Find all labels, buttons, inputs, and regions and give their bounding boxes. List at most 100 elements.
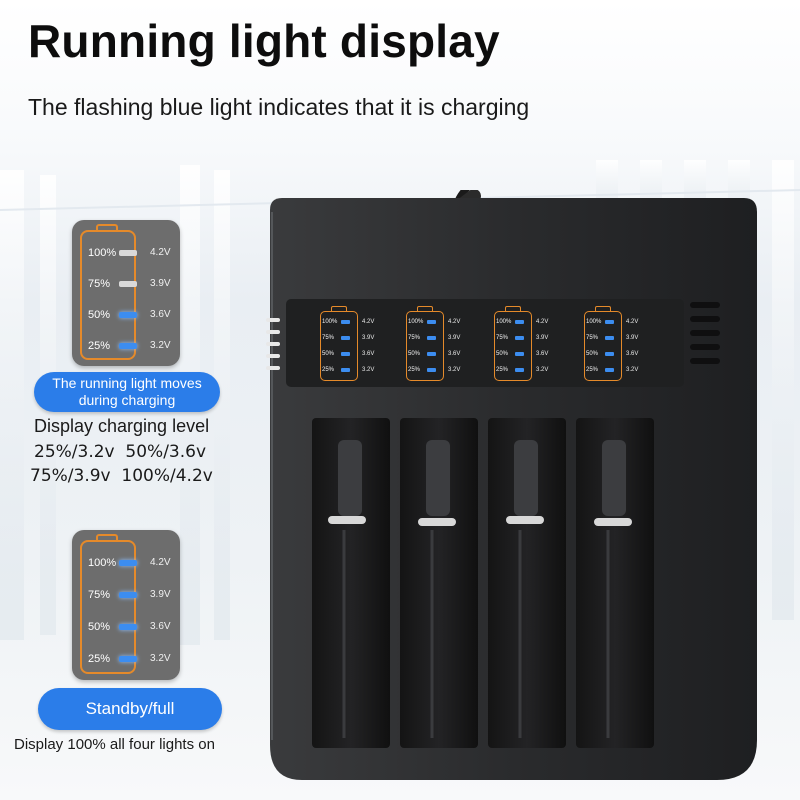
voltage-label: 3.6V — [362, 351, 375, 357]
standby-caption: Display 100% all four lights on — [14, 736, 215, 753]
voltage-label: 4.2V — [448, 319, 461, 325]
level-label: 50% — [88, 309, 111, 321]
voltage-label: 3.9V — [362, 335, 375, 341]
led-indicator-on — [427, 352, 436, 356]
voltage-label: 4.2V — [150, 247, 171, 258]
vent-left — [266, 318, 280, 370]
battery-cap-icon — [595, 306, 611, 312]
voltage-label: 3.2V — [626, 367, 639, 373]
page-subtitle: The flashing blue light indicates that i… — [28, 94, 530, 120]
slot-rails — [342, 530, 610, 738]
battery-slot — [312, 418, 390, 748]
voltage-label: 3.9V — [448, 335, 461, 341]
battery-cap-icon — [96, 224, 118, 232]
voltage-label: 3.6V — [150, 309, 171, 320]
level-label: 75% — [408, 335, 421, 341]
battery-cap-icon — [331, 306, 347, 312]
level-label: 100% — [496, 319, 512, 325]
battery-slot — [488, 418, 566, 748]
level-label: 25% — [88, 653, 111, 665]
battery-charger — [266, 190, 757, 780]
voltage-label: 4.2V — [362, 319, 375, 325]
battery-cap-icon — [417, 306, 433, 312]
level-label: 50% — [496, 351, 509, 357]
slot-indicator: 100% 4.2V 75% 3.9V 50% 3.6V 25% 3.2V — [402, 303, 472, 383]
charging-caption-line2: 75%/3.9v 100%/4.2v — [30, 466, 213, 486]
led-indicator-on — [341, 320, 350, 324]
slot-indicator: 100% 4.2V 75% 3.9V 50% 3.6V 25% 3.2V — [580, 303, 650, 383]
level-label: 25% — [586, 367, 599, 373]
led-indicator-on — [427, 336, 436, 340]
level-label: 100% — [586, 319, 602, 325]
led-indicator-off — [119, 250, 137, 256]
standby-badge: Standby/full — [38, 688, 222, 730]
voltage-label: 3.6V — [626, 351, 639, 357]
led-indicator-on — [427, 368, 436, 372]
level-label: 100% — [88, 247, 117, 259]
level-label: 75% — [88, 589, 111, 601]
battery-outline-icon — [584, 311, 622, 381]
slider-contacts — [328, 516, 632, 526]
charging-indicator-card: 100% 4.2V 75% 3.9V 50% 3.6V 25% 3.2V — [72, 220, 180, 366]
level-label: 50% — [322, 351, 335, 357]
charger-display-panel: 100% 4.2V 75% 3.9V 50% 3.6V 25% 3.2V 100… — [286, 299, 684, 387]
voltage-label: 4.2V — [536, 319, 549, 325]
charging-caption-line1: 25%/3.2v 50%/3.6v — [34, 442, 207, 462]
led-indicator-on — [515, 320, 524, 324]
led-indicator-on — [119, 656, 137, 662]
battery-outline-icon — [80, 540, 136, 674]
voltage-label: 4.2V — [626, 319, 639, 325]
voltage-label: 3.2V — [150, 340, 171, 351]
level-label: 75% — [88, 278, 111, 290]
voltage-label: 3.2V — [150, 653, 171, 664]
battery-slot — [400, 418, 478, 748]
led-indicator-on — [341, 352, 350, 356]
level-label: 100% — [322, 319, 338, 325]
battery-outline-icon — [494, 311, 532, 381]
led-indicator-on — [515, 368, 524, 372]
slot-contacts — [338, 440, 626, 516]
level-label: 75% — [496, 335, 509, 341]
battery-outline-icon — [320, 311, 358, 381]
led-indicator-on — [119, 312, 137, 318]
slot-indicator: 100% 4.2V 75% 3.9V 50% 3.6V 25% 3.2V — [490, 303, 560, 383]
led-indicator-on — [119, 343, 137, 349]
level-label: 75% — [322, 335, 335, 341]
led-indicator-on — [605, 368, 614, 372]
voltage-label: 3.9V — [150, 278, 171, 289]
level-label: 25% — [88, 340, 111, 352]
level-label: 50% — [88, 621, 111, 633]
level-label: 25% — [322, 367, 335, 373]
led-indicator-on — [605, 320, 614, 324]
voltage-label: 3.9V — [150, 589, 171, 600]
level-label: 25% — [408, 367, 421, 373]
led-indicator-off — [119, 281, 137, 287]
battery-slots — [312, 418, 654, 748]
charging-badge: The running light moves during charging — [34, 372, 220, 412]
slot-indicator: 100% 4.2V 75% 3.9V 50% 3.6V 25% 3.2V — [316, 303, 386, 383]
led-indicator-on — [119, 560, 137, 566]
level-label: 50% — [586, 351, 599, 357]
voltage-label: 3.9V — [536, 335, 549, 341]
level-label: 100% — [88, 557, 117, 569]
charging-caption-heading: Display charging level — [34, 416, 210, 436]
voltage-label: 3.2V — [362, 367, 375, 373]
voltage-label: 3.6V — [150, 621, 171, 632]
led-indicator-on — [341, 368, 350, 372]
battery-cap-icon — [505, 306, 521, 312]
vent-right — [690, 302, 720, 364]
battery-cap-icon — [96, 534, 118, 542]
charging-badge-line2: during charging — [78, 392, 176, 408]
voltage-label: 3.2V — [536, 367, 549, 373]
led-indicator-on — [119, 624, 137, 630]
led-indicator-on — [515, 336, 524, 340]
level-label: 25% — [496, 367, 509, 373]
standby-indicator-card: 100% 4.2V 75% 3.9V 50% 3.6V 25% 3.2V — [72, 530, 180, 680]
led-indicator-on — [427, 320, 436, 324]
voltage-label: 3.9V — [626, 335, 639, 341]
level-label: 50% — [408, 351, 421, 357]
voltage-label: 3.6V — [536, 351, 549, 357]
led-indicator-on — [605, 336, 614, 340]
level-label: 100% — [408, 319, 424, 325]
voltage-label: 3.2V — [448, 367, 461, 373]
